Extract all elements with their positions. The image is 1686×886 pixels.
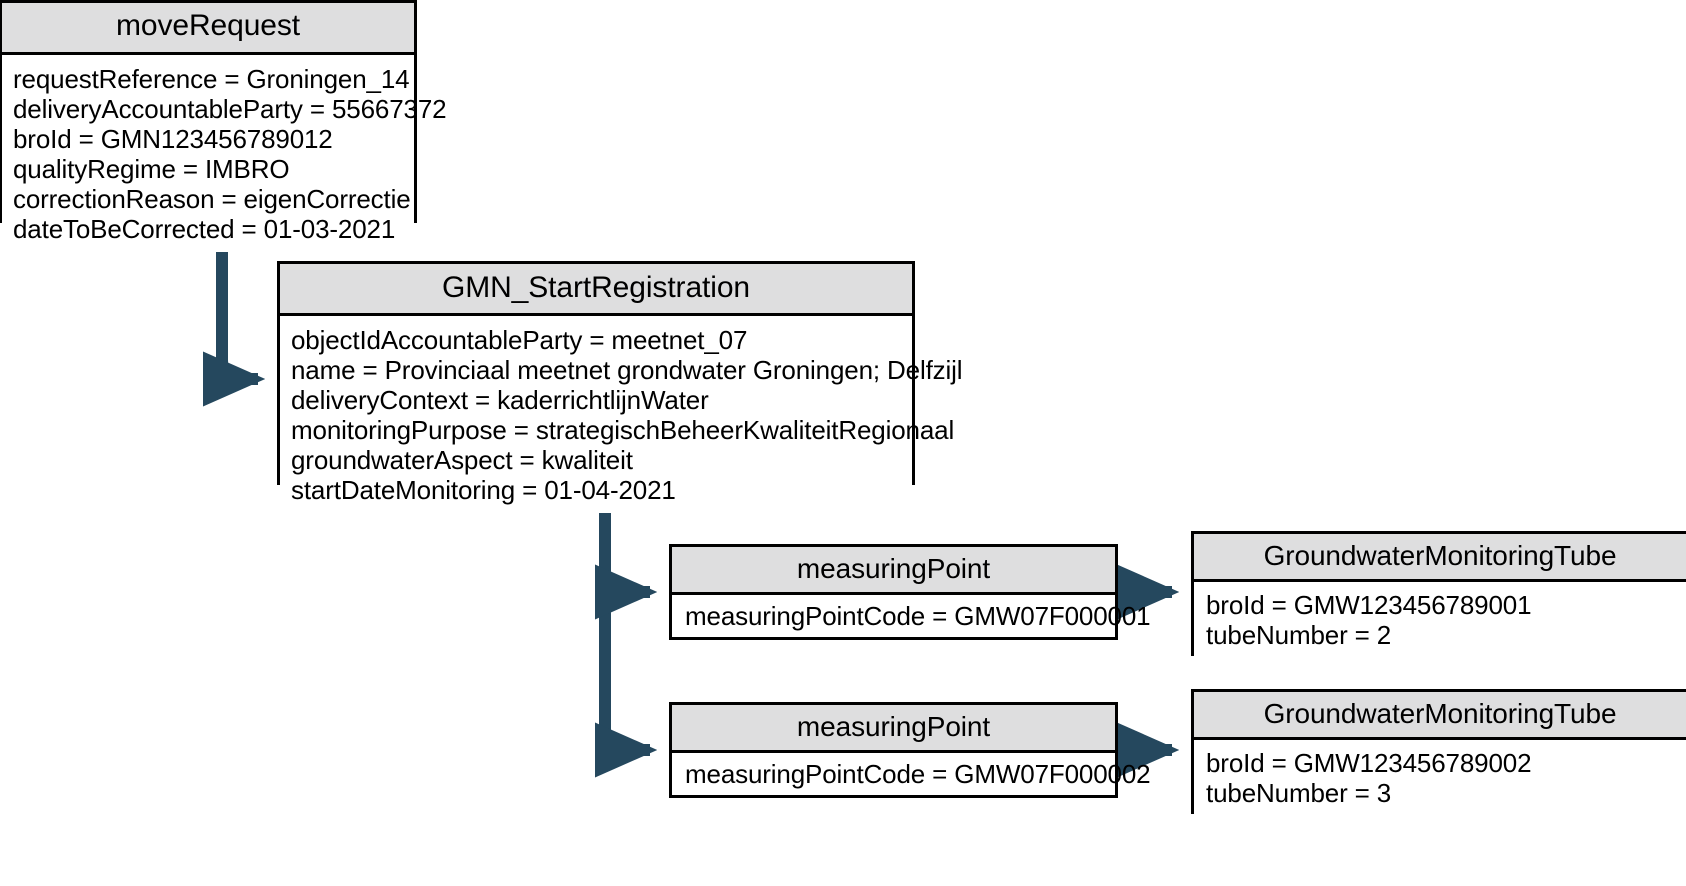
- object-box-groundwatermonitoringtube-1-attributes: broId = GMW123456789001 tubeNumber = 2: [1194, 582, 1686, 656]
- object-box-groundwatermonitoringtube-1-title: GroundwaterMonitoringTube: [1194, 534, 1686, 582]
- object-box-groundwatermonitoringtube-2-attributes: broId = GMW123456789002 tubeNumber = 3: [1194, 740, 1686, 814]
- object-box-moverequest-title: moveRequest: [2, 3, 414, 55]
- object-box-measuringpoint-2-attributes: measuringPointCode = GMW07F000002: [672, 753, 1151, 795]
- attribute-row: qualityRegime = IMBRO: [13, 154, 290, 184]
- attribute-row: name = Provinciaal meetnet grondwater Gr…: [291, 355, 963, 385]
- attribute-row: broId = GMN123456789012: [13, 124, 333, 154]
- attribute-row: deliveryAccountableParty = 55667372: [13, 94, 447, 124]
- attribute-row: tubeNumber = 2: [1206, 620, 1392, 650]
- attribute-row: measuringPointCode = GMW07F000001: [685, 601, 1151, 631]
- attribute-row: objectIdAccountableParty = meetnet_07: [291, 325, 748, 355]
- object-box-moverequest-attributes: requestReference = Groningen_14 delivery…: [2, 55, 447, 252]
- object-box-groundwatermonitoringtube-2-title: GroundwaterMonitoringTube: [1194, 692, 1686, 740]
- object-box-moverequest[interactable]: moveRequest requestReference = Groningen…: [0, 0, 447, 252]
- attribute-row: startDateMonitoring = 01-04-2021: [291, 475, 676, 505]
- attribute-row: deliveryContext = kaderrichtlijnWater: [291, 385, 709, 415]
- attribute-row: broId = GMW123456789002: [1206, 748, 1532, 778]
- attribute-row: monitoringPurpose = strategischBeheerKwa…: [291, 415, 955, 445]
- object-box-measuringpoint-1[interactable]: measuringPoint measuringPointCode = GMW0…: [669, 544, 1151, 640]
- object-box-measuringpoint-1-attributes: measuringPointCode = GMW07F000001: [672, 595, 1151, 637]
- object-box-groundwatermonitoringtube-2[interactable]: GroundwaterMonitoringTube broId = GMW123…: [1191, 689, 1686, 814]
- object-box-measuringpoint-1-title: measuringPoint: [672, 547, 1115, 595]
- object-box-measuringpoint-2-title: measuringPoint: [672, 705, 1115, 753]
- attribute-row: dateToBeCorrected = 01-03-2021: [13, 214, 396, 244]
- attribute-row: groundwaterAspect = kwaliteit: [291, 445, 633, 475]
- attribute-row: requestReference = Groningen_14: [13, 64, 410, 94]
- object-box-gmn-startregistration-title: GMN_StartRegistration: [280, 264, 912, 316]
- attribute-row: correctionReason = eigenCorrectie: [13, 184, 411, 214]
- attribute-row: tubeNumber = 3: [1206, 778, 1392, 808]
- connector-startregistration-to-measuringpoint-2: [594, 722, 658, 778]
- object-box-groundwatermonitoringtube-1[interactable]: GroundwaterMonitoringTube broId = GMW123…: [1191, 531, 1686, 656]
- object-box-gmn-startregistration-attributes: objectIdAccountableParty = meetnet_07 na…: [280, 316, 963, 513]
- attribute-row: measuringPointCode = GMW07F000002: [685, 759, 1151, 789]
- connector-startregistration-to-measuringpoint-1: [594, 564, 658, 620]
- object-box-gmn-startregistration[interactable]: GMN_StartRegistration objectIdAccountabl…: [277, 261, 963, 513]
- attribute-row: broId = GMW123456789001: [1206, 590, 1532, 620]
- object-box-measuringpoint-2[interactable]: measuringPoint measuringPointCode = GMW0…: [669, 702, 1151, 798]
